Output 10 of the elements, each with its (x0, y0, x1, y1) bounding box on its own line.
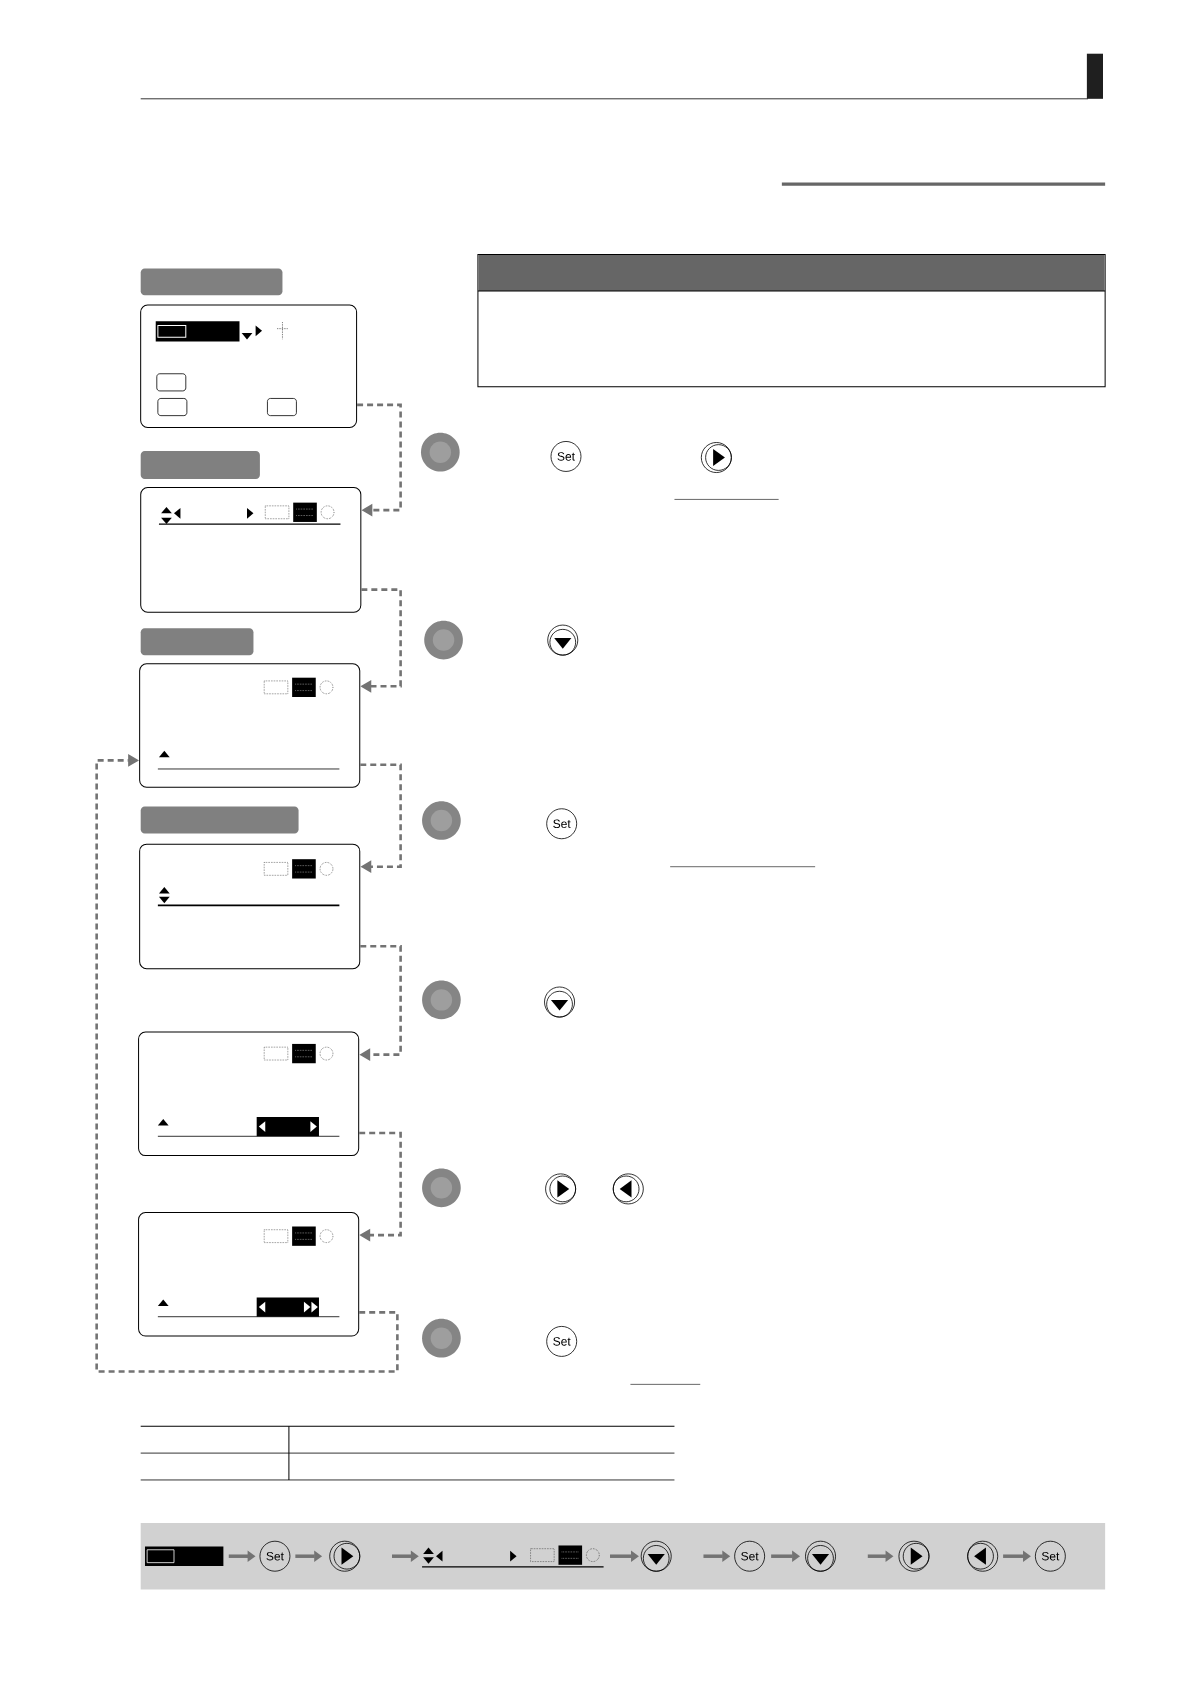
dashed-arrow (359, 1131, 402, 1242)
lcd-screen (140, 451, 362, 613)
lcd-screen (139, 806, 361, 970)
dashed-arrow (95, 754, 399, 1373)
lcd-screen (138, 1031, 360, 1157)
lcd-screen (140, 268, 358, 428)
dashed-arrow (357, 403, 402, 517)
lcd-screen (139, 628, 361, 788)
lcd-screen (138, 1212, 360, 1337)
dashed-arrow (360, 763, 402, 874)
